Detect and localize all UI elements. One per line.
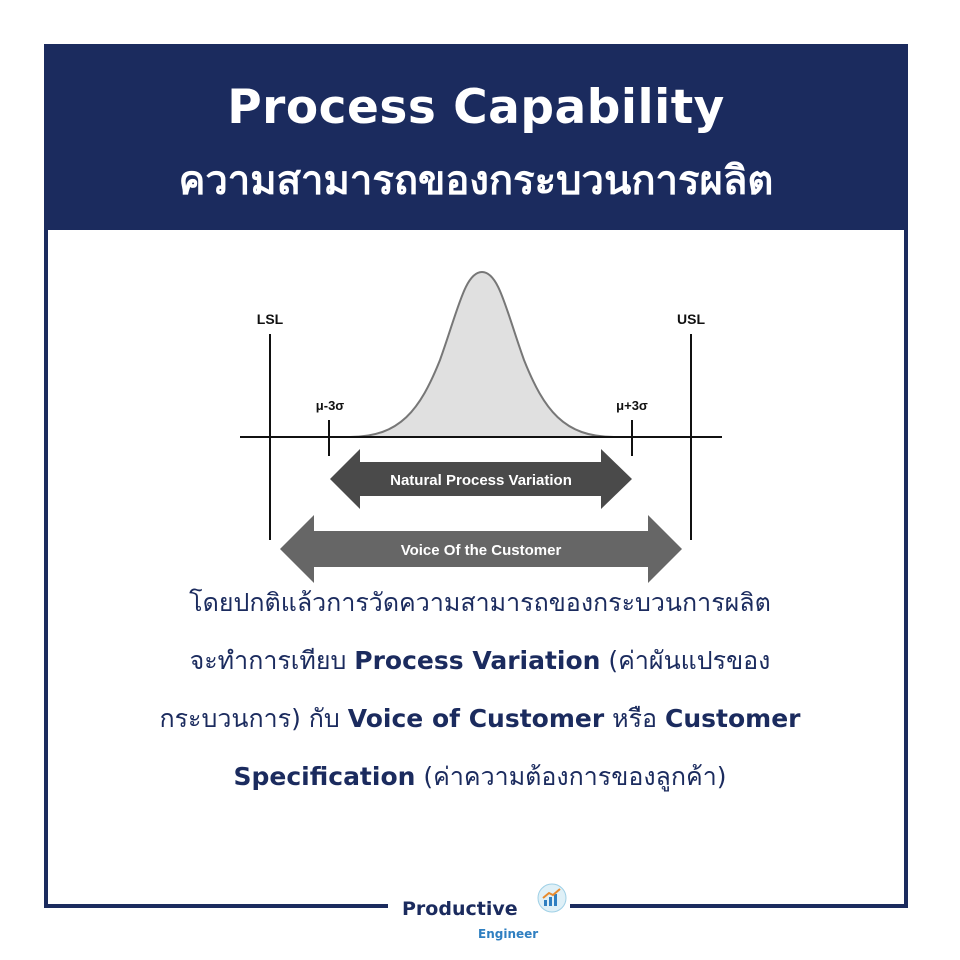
line4-bold: Specification (233, 762, 416, 791)
line3-bold1: Voice of Customer (347, 704, 605, 733)
voc-arrow (280, 515, 682, 583)
description-line-2: จะทำการเทียบ Process Variation (ค่าผันแป… (30, 632, 930, 690)
logo-gap (388, 904, 570, 920)
description-text: โดยปกติแล้วการวัดความสามารถของกระบวนการผ… (30, 574, 930, 806)
description-line-4: Specification (ค่าความต้องการของลูกค้า) (30, 748, 930, 806)
npv-label: Natural Process Variation (390, 472, 572, 489)
lsl-label: LSL (257, 311, 284, 327)
line3-mid: หรือ (604, 704, 666, 733)
minus3s-label: μ-3σ (316, 398, 345, 413)
line2-pre: จะทำการเทียบ (189, 646, 355, 675)
description-line-1: โดยปกติแล้วการวัดความสามารถของกระบวนการผ… (30, 574, 930, 632)
title-english: Process Capability (227, 80, 725, 135)
line3-pre: กระบวนการ) กับ (159, 704, 348, 733)
voc-label: Voice Of the Customer (401, 542, 562, 559)
line1-text: โดยปกติแล้วการวัดความสามารถของกระบวนการผ… (189, 588, 771, 617)
npv-arrow (330, 449, 632, 509)
line3-bold2: Customer (665, 704, 801, 733)
description-line-3: กระบวนการ) กับ Voice of Customer หรือ Cu… (30, 690, 930, 748)
line2-post: (ค่าผันแปรของ (600, 646, 771, 675)
bell-curve (349, 270, 615, 438)
logo-sub: Engineer (478, 927, 539, 941)
line2-bold: Process Variation (354, 646, 601, 675)
card-frame: Process Capability ความสามารถของกระบวนกา… (44, 44, 908, 908)
chart-growth-icon (537, 883, 567, 913)
header-banner: Process Capability ความสามารถของกระบวนกา… (48, 48, 904, 230)
title-thai: ความสามารถของกระบวนการผลิต (178, 158, 774, 204)
line4-post: (ค่าความต้องการของลูกค้า) (415, 762, 727, 791)
usl-label: USL (677, 311, 705, 327)
plus3s-label: μ+3σ (616, 398, 648, 413)
logo-name: Productive (402, 898, 518, 920)
